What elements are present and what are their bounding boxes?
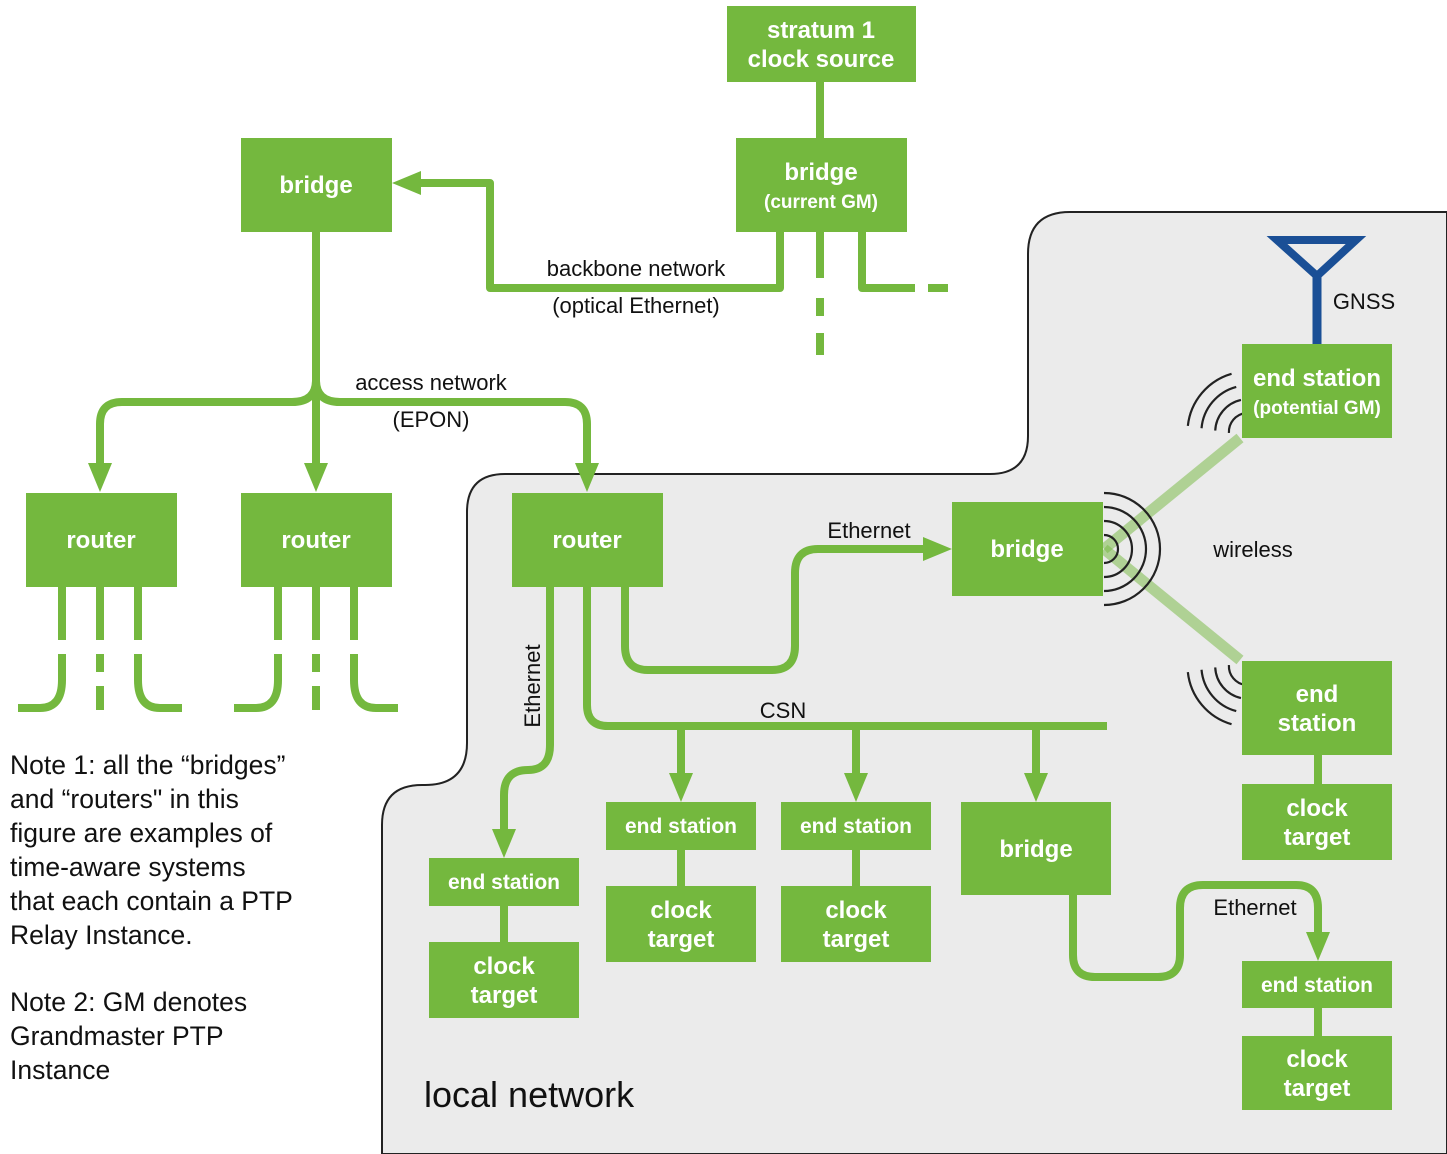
note-2-line: Instance — [10, 1055, 111, 1085]
end-station-ethernet-box — [429, 858, 579, 906]
end-station-wireless-box — [1242, 661, 1392, 755]
router-b-box — [241, 493, 392, 587]
end-station-bottom-box — [1242, 961, 1392, 1008]
clock-target-csn-2-box — [781, 886, 931, 962]
gnss-antenna-icon — [1266, 236, 1367, 345]
note-2-line: Note 2: GM denotes — [10, 987, 248, 1017]
end-station-csn-1-label: end station — [625, 815, 737, 838]
arrow-head-to-bridge-local — [923, 537, 952, 561]
bridge-csn-label: bridge — [999, 836, 1072, 863]
end-station-csn-2-box — [781, 802, 931, 850]
note-1: Note 1: all the “bridges” and “routers" … — [10, 748, 340, 952]
connections — [18, 82, 1322, 1036]
bridge-local-label: bridge — [990, 536, 1063, 563]
end-station-potential-gm-label: end station(potential GM) — [1253, 365, 1381, 419]
end-station-csn-2-label: end station — [800, 815, 912, 838]
arrow-heads — [88, 171, 1330, 961]
note-1-line: that each contain a PTP — [10, 886, 293, 916]
router-a-box — [26, 493, 177, 587]
end-station-csn-1-box — [606, 802, 756, 850]
note-1-line: and “routers" in this — [10, 784, 239, 814]
bridge-top-left-box — [241, 138, 392, 232]
router-local-box — [512, 493, 663, 587]
arrow-head-to-bridge — [392, 171, 421, 195]
clock-target-bottom-box — [1242, 1036, 1392, 1110]
arrow-head-to-end-eth — [492, 829, 516, 858]
ethernet-vertical-label: Ethernet — [520, 644, 545, 727]
local-network-label: local network — [424, 1074, 635, 1115]
arrow-head-to-end-bottom — [1306, 932, 1330, 961]
wireless-signal-icon — [1103, 372, 1246, 726]
ethernet-to-bridge-label: Ethernet — [827, 518, 910, 543]
arrow-head-to-end-csn2 — [844, 773, 868, 802]
gnss-label: GNSS — [1333, 289, 1395, 314]
end-station-bottom-label: end station — [1261, 974, 1373, 997]
bridge-csn-box — [961, 802, 1111, 895]
backbone-network-label: backbone network(optical Ethernet) — [547, 256, 727, 318]
clock-target-ethernet-box — [429, 942, 579, 1018]
note-1-line: Note 1: all the “bridges” — [10, 750, 286, 780]
bridge-top-left-label: bridge — [279, 172, 352, 199]
arrow-head-to-router-b — [304, 463, 328, 492]
router-b-label: router — [281, 527, 350, 554]
arrow-head-to-router-local — [575, 463, 599, 492]
csn-label: CSN — [760, 698, 806, 723]
connection-labels: backbone network(optical Ethernet) acces… — [355, 256, 1395, 1115]
clock-target-csn-1-box — [606, 886, 756, 962]
note-1-line: Relay Instance. — [10, 920, 193, 950]
note-2: Note 2: GM denotes Grandmaster PTP Insta… — [10, 985, 340, 1087]
router-local-label: router — [552, 527, 621, 554]
note-2-line: Grandmaster PTP — [10, 1021, 224, 1051]
access-network-label: access network(EPON) — [355, 370, 508, 432]
wireless-label: wireless — [1212, 537, 1292, 562]
arrow-head-to-router-a — [88, 463, 112, 492]
arrow-head-to-end-csn1 — [669, 773, 693, 802]
bridge-current-gm-label: bridge(current GM) — [764, 159, 878, 213]
bridge-current-gm-box — [736, 138, 907, 232]
clock-target-wireless-box — [1242, 784, 1392, 860]
stratum1-clock-source-box — [727, 6, 916, 82]
ethernet-bottom-label: Ethernet — [1213, 895, 1296, 920]
arrow-head-to-bridge-csn — [1024, 773, 1048, 802]
end-station-ethernet-label: end station — [448, 871, 560, 894]
end-station-potential-gm-box — [1242, 344, 1392, 438]
bridge-local-box — [952, 502, 1103, 596]
note-1-line: figure are examples of — [10, 818, 273, 848]
router-a-label: router — [66, 527, 135, 554]
note-1-line: time-aware systems — [10, 852, 246, 882]
wireless-beams — [1100, 433, 1244, 665]
